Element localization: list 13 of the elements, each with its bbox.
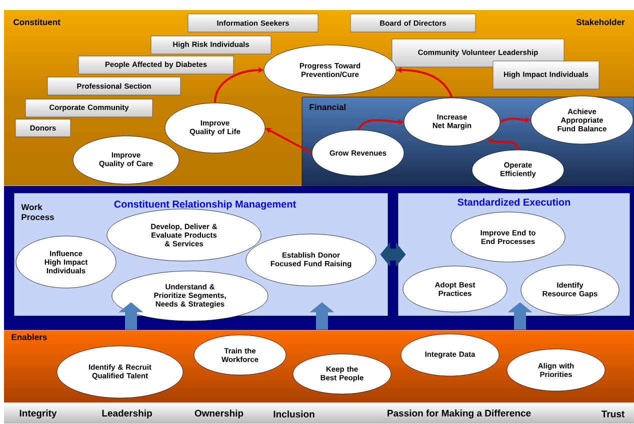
value-label: Inclusion (274, 410, 314, 418)
value-label: Ownership (194, 410, 244, 418)
value-label: Leadership (102, 410, 152, 418)
section-heading: Financial (310, 104, 346, 110)
section-heading: Standardized Execution (458, 198, 570, 206)
section-heading: Constituent Relationship Management (114, 200, 296, 210)
value-label: Integrity (20, 410, 57, 418)
section-heading: Stakeholder (576, 18, 625, 26)
value-label: Trust (602, 410, 624, 418)
value-label: Passion for Making a Difference (388, 410, 531, 418)
section-heading: Work Process (21, 204, 54, 220)
section-heading: Constituent (14, 18, 60, 26)
section-heading: Enablers (12, 334, 47, 340)
